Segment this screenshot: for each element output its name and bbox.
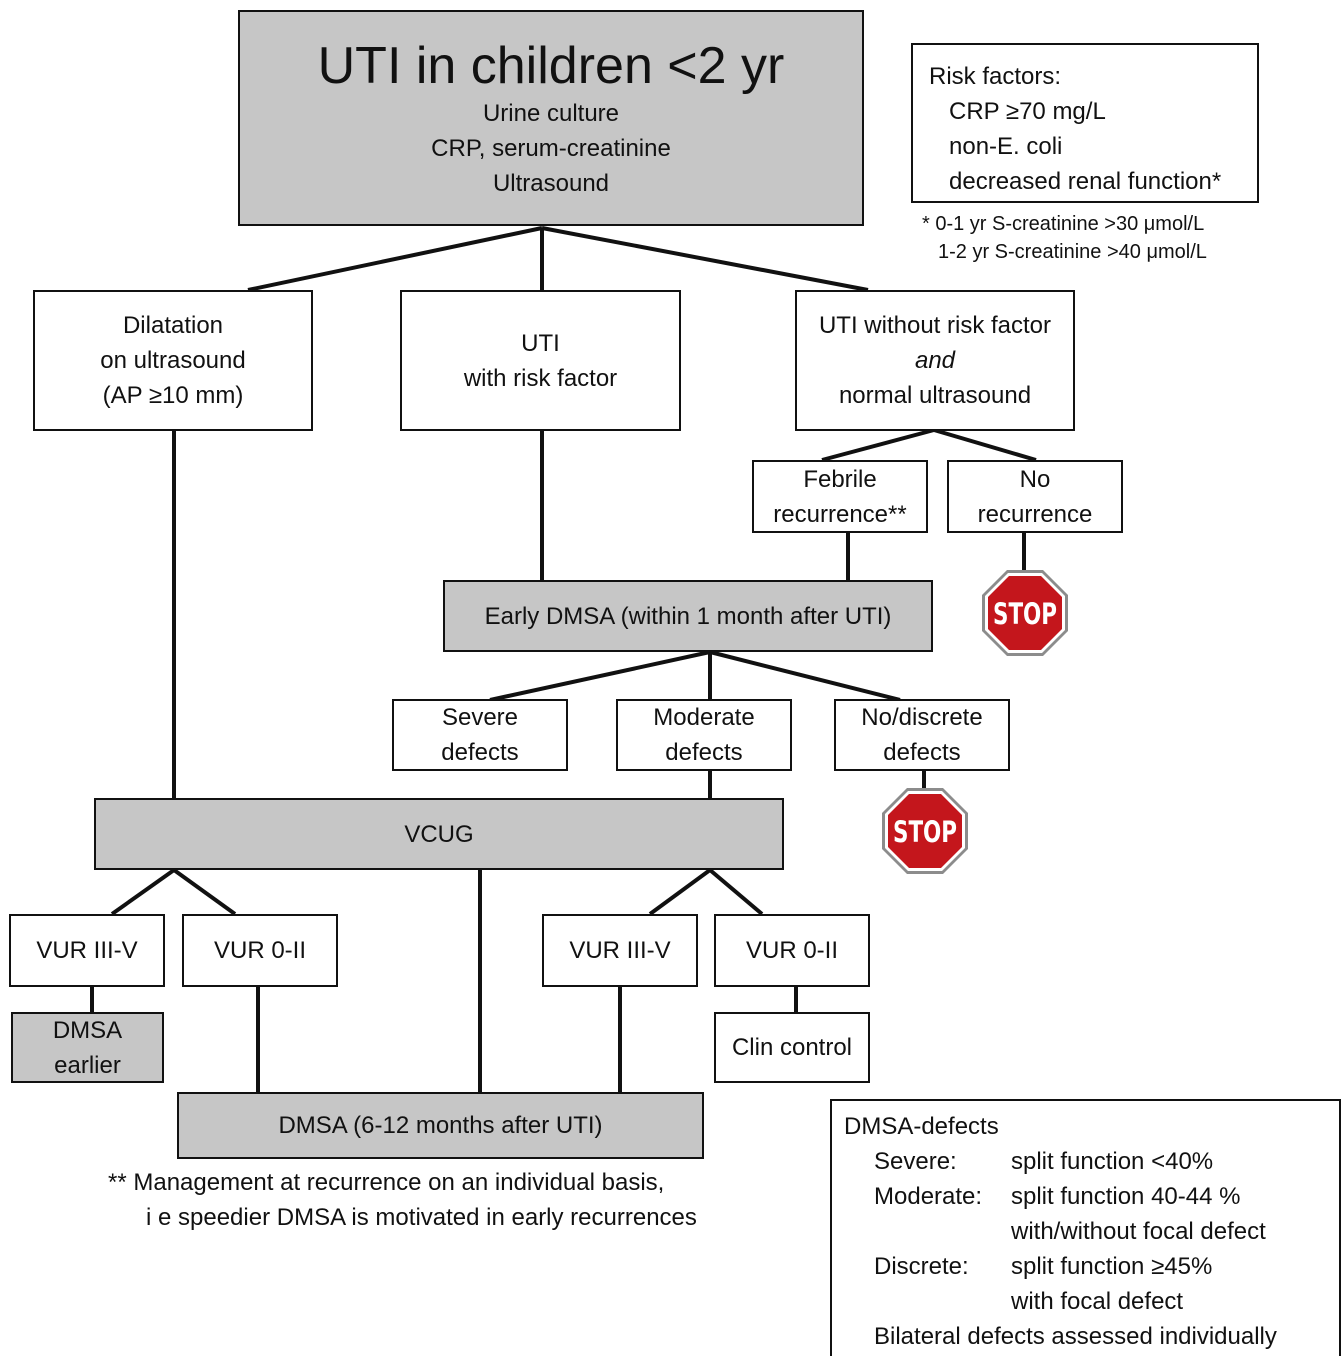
risk-factors-box: Risk factors: CRP ≥70 mg/L non-E. coli d… bbox=[911, 43, 1259, 203]
no-recurrence-line-1: No bbox=[1019, 465, 1051, 493]
vur-left-low-box: VUR 0-II bbox=[182, 914, 338, 987]
vur-right-high-box: VUR III-V bbox=[542, 914, 698, 987]
dilatation-line-3: (AP ≥10 mm) bbox=[102, 382, 244, 409]
vur-left-high-box: VUR III-V bbox=[9, 914, 165, 987]
moderate-line-1: Moderate bbox=[653, 704, 755, 731]
uti-risk-line-1: UTI bbox=[521, 329, 560, 357]
risk-note-line-1: * 0-1 yr S-creatinine >30 μmol/L bbox=[922, 213, 1205, 235]
legend-key bbox=[844, 1214, 1011, 1249]
root-line-2: CRP, serum-creatinine bbox=[431, 134, 671, 162]
clin-control-label: Clin control bbox=[731, 1034, 853, 1061]
stop-label: STOP bbox=[893, 815, 957, 849]
uti-no-risk-line-1: UTI without risk factor bbox=[818, 312, 1052, 339]
no-recurrence-box: No recurrence bbox=[947, 460, 1123, 533]
early-dmsa-label: Early DMSA (within 1 month after UTI) bbox=[484, 602, 892, 630]
no-discrete-line-1: No/discrete bbox=[861, 704, 983, 731]
root-title: UTI in children <2 yr bbox=[317, 36, 785, 95]
no-recurrence-line-2: recurrence bbox=[977, 500, 1093, 528]
dmsa-late-label: DMSA (6-12 months after UTI) bbox=[278, 1112, 603, 1139]
legend-key: Discrete: bbox=[874, 1253, 969, 1280]
severe-defects-box: Severe defects bbox=[392, 699, 568, 771]
severe-line-2: defects bbox=[441, 739, 519, 766]
risk-factors-header: Risk factors: bbox=[929, 63, 1062, 90]
risk-factor-crp: CRP ≥70 mg/L bbox=[949, 98, 1106, 125]
risk-note-line-2: 1-2 yr S-creatinine >40 μmol/L bbox=[938, 241, 1207, 263]
febrile-recurrence-box: Febrile recurrence** bbox=[752, 460, 928, 533]
legend-key bbox=[844, 1284, 1011, 1319]
legend-key: Severe: bbox=[874, 1148, 957, 1175]
vur-right-low-label: VUR 0-II bbox=[745, 937, 838, 964]
legend-row: Discrete: split function ≥45% bbox=[844, 1249, 1339, 1284]
legend-title: DMSA-defects bbox=[844, 1113, 999, 1140]
legend-value: with/without focal defect bbox=[1011, 1218, 1266, 1245]
clin-control-box: Clin control bbox=[714, 1012, 870, 1083]
footnote-line-1: ** Management at recurrence on an indivi… bbox=[108, 1169, 665, 1196]
root-box: UTI in children <2 yr Urine culture CRP,… bbox=[238, 10, 864, 226]
vur-right-low-box: VUR 0-II bbox=[714, 914, 870, 987]
febrile-line-1: Febrile bbox=[803, 465, 877, 493]
uti-risk-box: UTI with risk factor bbox=[400, 290, 681, 431]
no-discrete-line-2: defects bbox=[883, 739, 961, 766]
dilatation-box: Dilatation on ultrasound (AP ≥10 mm) bbox=[33, 290, 313, 431]
moderate-line-2: defects bbox=[665, 739, 743, 766]
legend-value: split function 40-44 % bbox=[1011, 1183, 1241, 1210]
risk-factor-non-ecoli: non-E. coli bbox=[949, 133, 1063, 160]
dmsa-earlier-line-2: earlier bbox=[54, 1051, 121, 1079]
stop-label: STOP bbox=[993, 597, 1057, 631]
uti-no-risk-box: UTI without risk factor and normal ultra… bbox=[795, 290, 1075, 431]
legend-row: Severe: split function <40% bbox=[844, 1144, 1339, 1179]
legend-row: with focal defect bbox=[844, 1284, 1339, 1319]
dmsa-earlier-box: DMSA earlier bbox=[11, 1012, 164, 1083]
stop-sign-icon: STOP bbox=[980, 568, 1070, 658]
legend-last-line: Bilateral defects assessed individually bbox=[874, 1323, 1277, 1350]
severe-line-1: Severe bbox=[441, 704, 519, 731]
uti-risk-line-2: with risk factor bbox=[463, 364, 618, 392]
no-discrete-defects-box: No/discrete defects bbox=[834, 699, 1010, 771]
vur-left-high-label: VUR III-V bbox=[36, 937, 138, 964]
febrile-line-2: recurrence** bbox=[773, 500, 907, 528]
vur-right-high-label: VUR III-V bbox=[569, 937, 671, 964]
dmsa-defects-legend: DMSA-defects Severe: split function <40%… bbox=[830, 1099, 1341, 1356]
legend-value: split function <40% bbox=[1011, 1148, 1214, 1175]
dmsa-late-box: DMSA (6-12 months after UTI) bbox=[177, 1092, 704, 1159]
legend-row: Moderate: split function 40-44 % bbox=[844, 1179, 1339, 1214]
legend-row: with/without focal defect bbox=[844, 1214, 1339, 1249]
dmsa-earlier-line-1: DMSA bbox=[52, 1016, 123, 1044]
early-dmsa-box: Early DMSA (within 1 month after UTI) bbox=[443, 580, 933, 652]
vcug-label: VCUG bbox=[404, 820, 474, 848]
stop-sign-icon: STOP bbox=[880, 786, 970, 876]
risk-factor-renal: decreased renal function* bbox=[949, 168, 1222, 195]
uti-no-risk-line-2: and bbox=[914, 347, 956, 374]
dilatation-line-2: on ultrasound bbox=[100, 347, 246, 374]
root-line-3: Ultrasound bbox=[492, 169, 610, 197]
footnote-line-2: i e speedier DMSA is motivated in early … bbox=[146, 1204, 697, 1231]
legend-value: with focal defect bbox=[1011, 1288, 1184, 1315]
uti-no-risk-line-3: normal ultrasound bbox=[838, 382, 1032, 409]
dilatation-line-1: Dilatation bbox=[122, 312, 224, 339]
legend-key: Moderate: bbox=[874, 1183, 983, 1210]
moderate-defects-box: Moderate defects bbox=[616, 699, 792, 771]
legend-value: split function ≥45% bbox=[1011, 1253, 1213, 1280]
root-line-1: Urine culture bbox=[482, 99, 620, 127]
vcug-box: VCUG bbox=[94, 798, 784, 870]
vur-left-low-label: VUR 0-II bbox=[213, 937, 306, 964]
